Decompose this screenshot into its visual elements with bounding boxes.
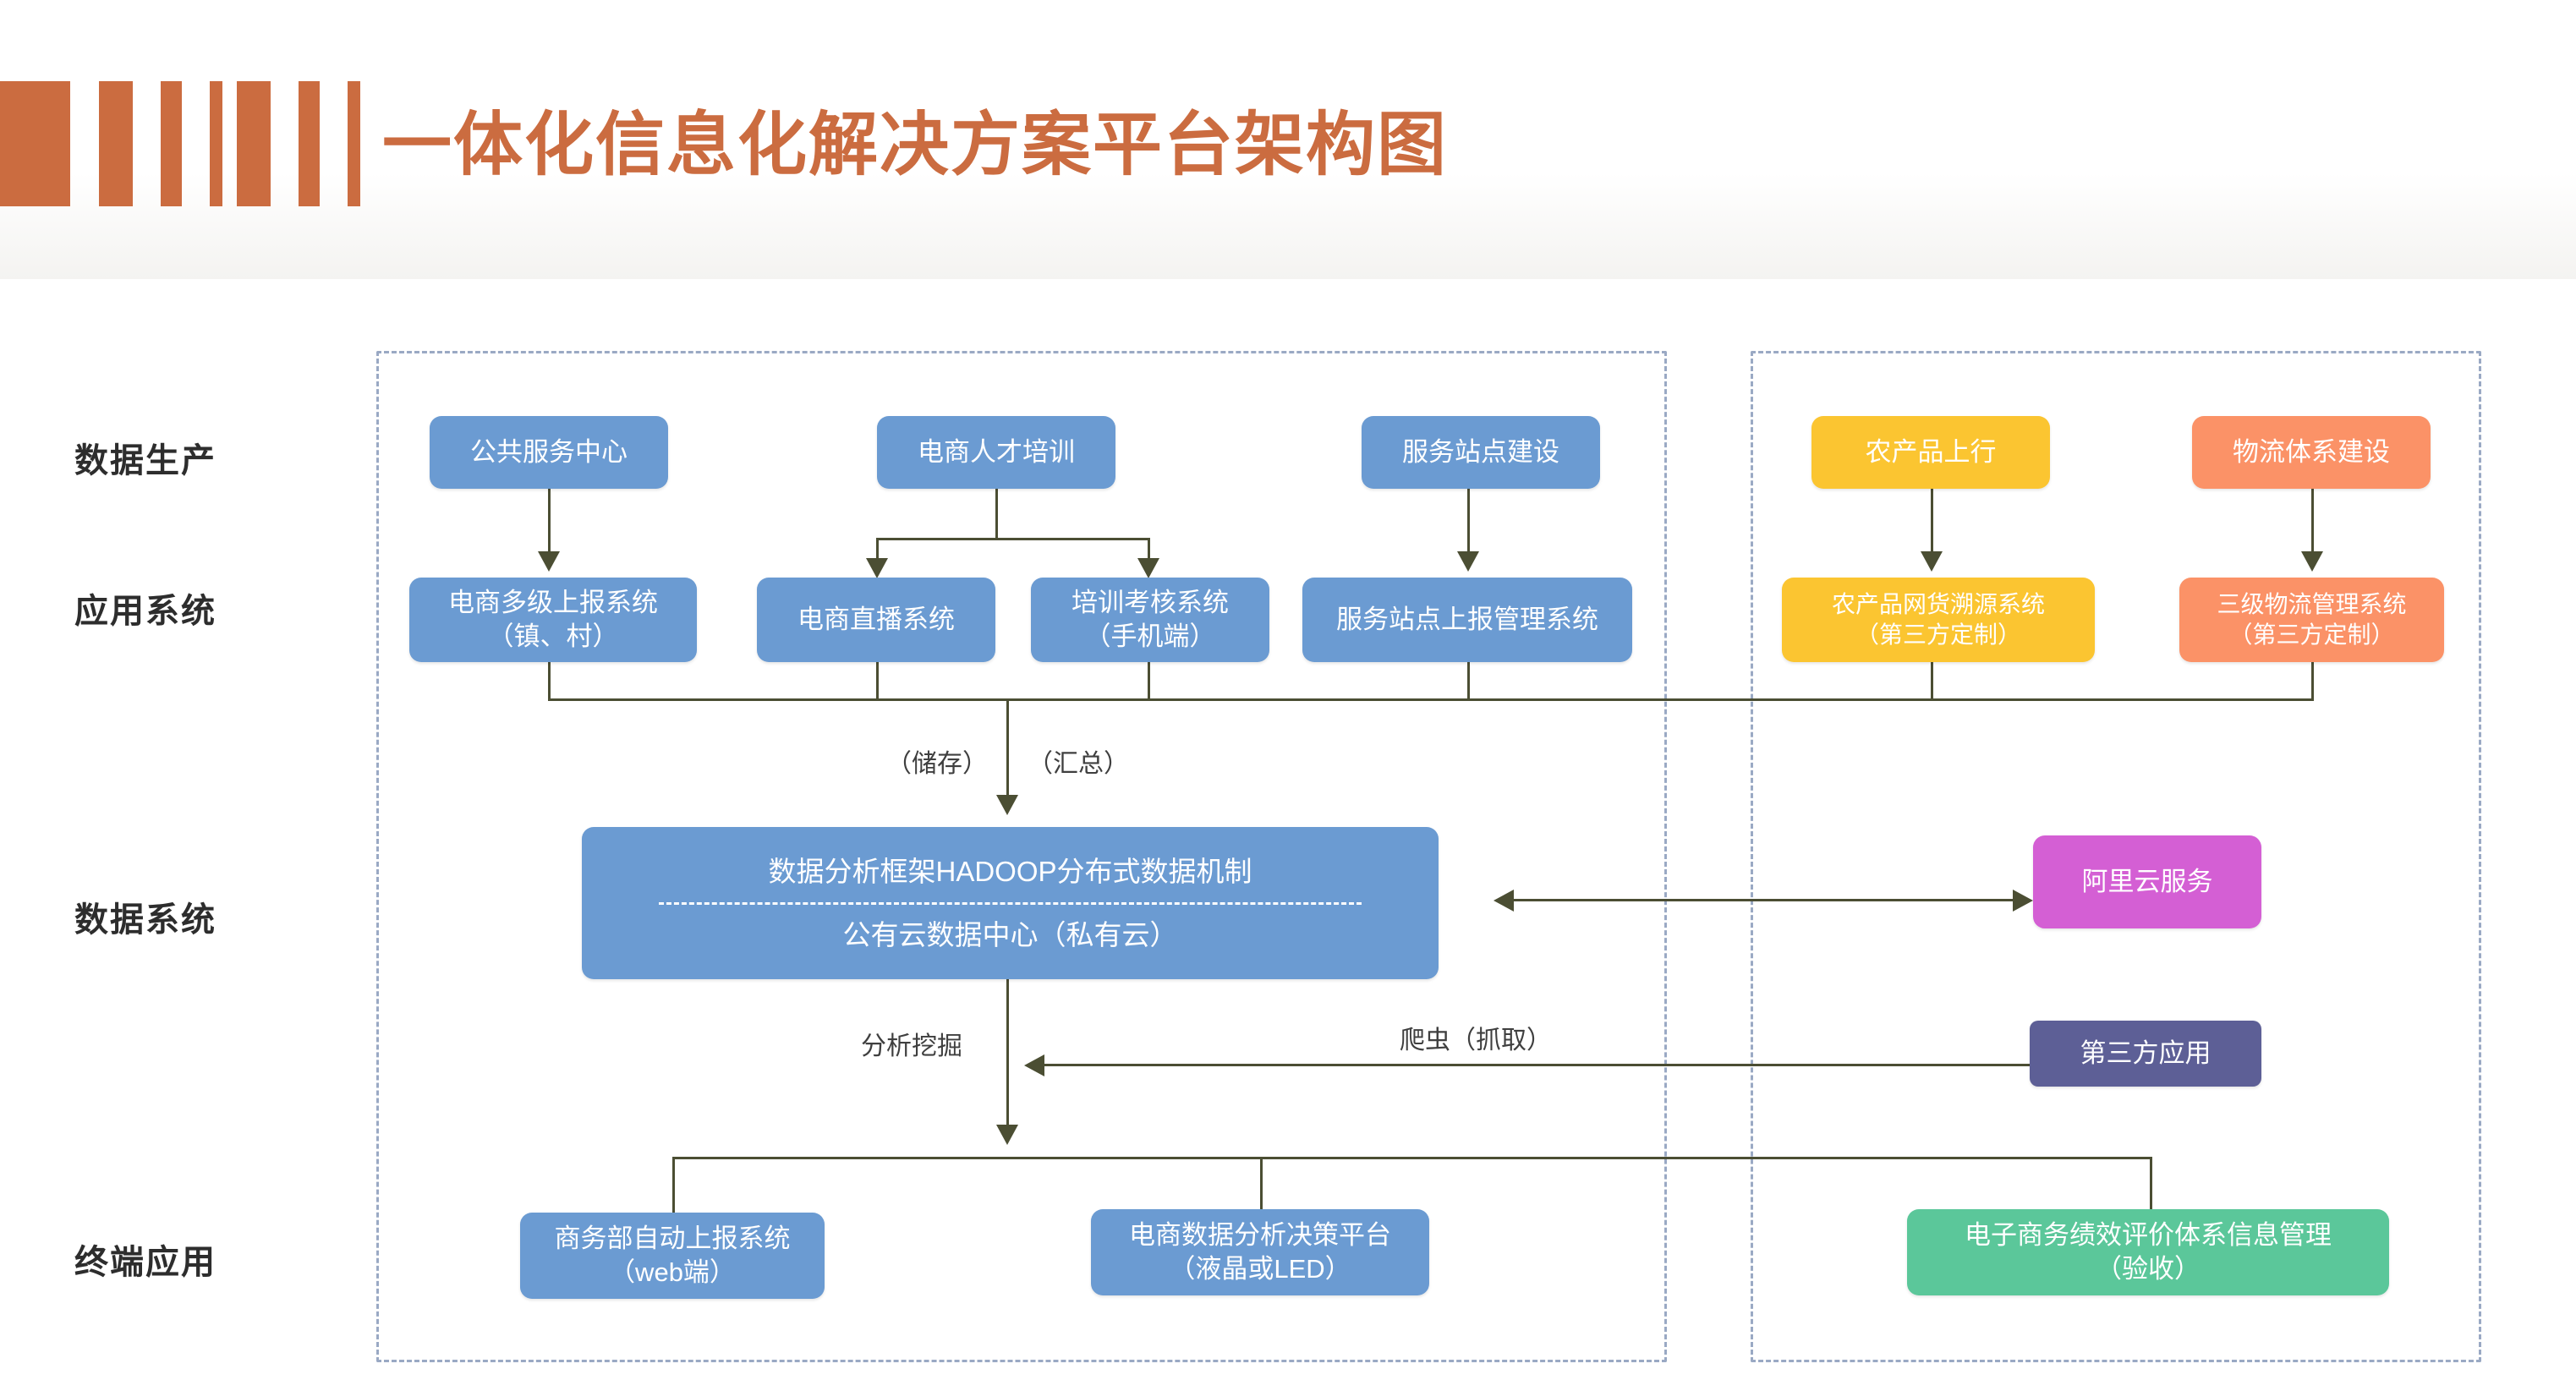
connector-public-service-to-reporting [548, 489, 551, 553]
connector-hadoop-to-terminal [1006, 979, 1009, 1131]
node-ecommerce-analytics-platform[interactable]: 电商数据分析决策平台 （液晶或LED） [1091, 1209, 1429, 1295]
node-ecommerce-multilevel-reporting[interactable]: 电商多级上报系统 （镇、村） [409, 578, 697, 662]
left-scope-container [376, 351, 1667, 1362]
header-band: 一体化信息化解决方案平台架构图 [0, 0, 2576, 279]
arrow-station-to-reporting [1457, 551, 1479, 572]
hadoop-divider [659, 901, 1362, 905]
arrow-training-to-livestream [866, 558, 888, 578]
drop-bus-to-analytics-platform [1260, 1157, 1263, 1209]
terminal-distribution-bus [672, 1157, 2152, 1159]
connector-hadoop-aliyun [1514, 899, 2013, 901]
connector-training-trunk [995, 489, 998, 539]
hadoop-framework-label: 数据分析框架HADOOP分布式数据机制 [768, 855, 1252, 887]
node-aliyun-cloud-service[interactable]: 阿里云服务 [2033, 835, 2261, 928]
connector-agri-to-traceability [1931, 489, 1933, 553]
arrow-agri-to-traceability [1921, 551, 1943, 572]
arrow-public-service-to-reporting [538, 551, 560, 572]
drop-reporting-to-bus [548, 662, 551, 700]
node-ecommerce-livestream-system[interactable]: 电商直播系统 [757, 578, 995, 662]
connector-bus-to-hadoop [1006, 698, 1009, 797]
node-agricultural-products-upstream[interactable]: 农产品上行 [1811, 416, 2050, 489]
arrow-hadoop-to-aliyun [2013, 890, 2033, 912]
arrow-aliyun-to-hadoop [1494, 890, 1514, 912]
decorative-bar-3 [161, 81, 182, 206]
arrow-training-to-assessment [1137, 558, 1159, 578]
connector-training-left-drop [876, 538, 879, 561]
node-hadoop-data-center[interactable]: 数据分析框架HADOOP分布式数据机制 公有云数据中心（私有云） [582, 827, 1439, 979]
decorative-bar-6 [299, 81, 320, 206]
drop-station-reporting-to-bus [1467, 662, 1470, 700]
node-service-station-reporting-mgmt[interactable]: 服务站点上报管理系统 [1302, 578, 1632, 662]
node-public-service-center[interactable]: 公共服务中心 [430, 416, 668, 489]
row-label-data-system: 数据系统 [74, 901, 216, 939]
node-agri-product-traceability[interactable]: 农产品网货溯源系统 （第三方定制） [1782, 578, 2095, 662]
right-scope-container [1751, 351, 2481, 1362]
decorative-bar-4 [210, 81, 222, 206]
arrow-bus-to-hadoop [996, 795, 1018, 815]
node-logistics-system-construction[interactable]: 物流体系建设 [2192, 416, 2431, 489]
drop-livestream-to-bus [876, 662, 879, 700]
drop-bus-to-performance-evaluation [2150, 1157, 2152, 1209]
connector-crawler [1044, 1064, 2030, 1066]
node-performance-evaluation-mgmt[interactable]: 电子商务绩效评价体系信息管理 （验收） [1907, 1209, 2389, 1295]
application-collector-bus [548, 698, 2314, 701]
node-commerce-auto-reporting[interactable]: 商务部自动上报系统 （web端） [520, 1213, 825, 1299]
node-service-station-construction[interactable]: 服务站点建设 [1362, 416, 1600, 489]
decorative-bar-7 [348, 81, 360, 206]
arrow-hadoop-to-terminal [996, 1125, 1018, 1145]
connector-training-bus [876, 538, 1150, 540]
decorative-bar-5 [237, 81, 271, 206]
row-label-terminal-application: 终端应用 [74, 1244, 216, 1281]
node-training-assessment-system[interactable]: 培训考核系统 （手机端） [1031, 578, 1269, 662]
edge-label-aggregate: （汇总） [1028, 750, 1129, 778]
decorative-bar-2 [99, 81, 133, 206]
hadoop-cloud-label: 公有云数据中心（私有云） [842, 918, 1178, 950]
drop-assessment-to-bus [1148, 662, 1150, 700]
node-ecommerce-talent-training[interactable]: 电商人才培训 [877, 416, 1115, 489]
row-label-application-system: 应用系统 [74, 593, 216, 630]
arrow-crawler-to-hadoop [1024, 1054, 1044, 1076]
connector-training-right-drop [1148, 538, 1150, 561]
decorative-bar-1 [0, 81, 70, 206]
drop-traceability-to-bus [1931, 662, 1933, 700]
edge-label-crawler: 爬虫（抓取） [1400, 1027, 1552, 1054]
arrow-logistics-to-mgmt [2301, 551, 2323, 572]
edge-label-analysis-mining: 分析挖掘 [861, 1032, 962, 1060]
node-third-party-application[interactable]: 第三方应用 [2030, 1021, 2261, 1087]
connector-logistics-to-mgmt [2311, 489, 2314, 553]
drop-logistics-mgmt-to-bus [2311, 662, 2314, 700]
drop-bus-to-commerce-auto-reporting [672, 1157, 675, 1213]
connector-station-to-reporting [1467, 489, 1470, 553]
page-title: 一体化信息化解决方案平台架构图 [382, 107, 1449, 183]
row-label-data-production: 数据生产 [74, 442, 216, 479]
node-three-tier-logistics-mgmt[interactable]: 三级物流管理系统 （第三方定制） [2179, 578, 2444, 662]
edge-label-storage: （储存） [886, 750, 988, 778]
